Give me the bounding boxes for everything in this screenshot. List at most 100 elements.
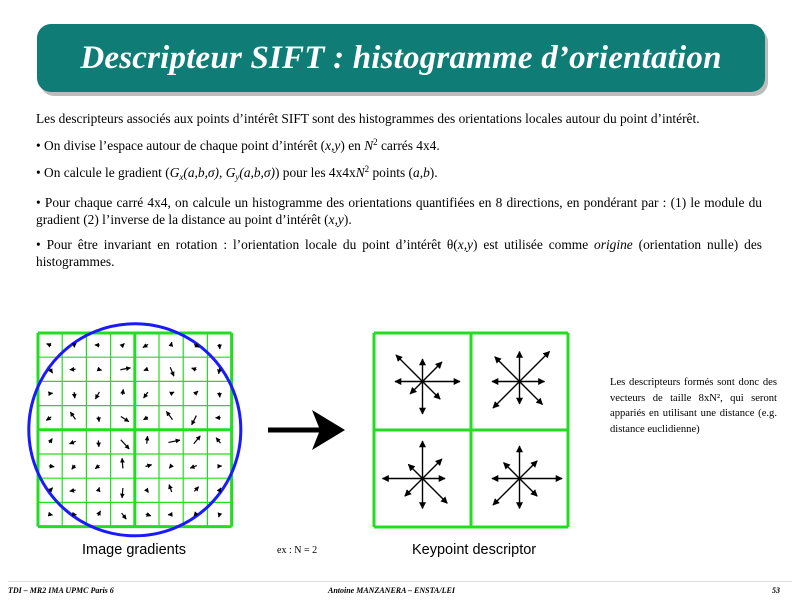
bullet-text: ) en <box>340 137 365 153</box>
gaussian-window-circle <box>27 322 243 538</box>
math-xy: x,y <box>328 212 344 227</box>
orientation-bin-arrow <box>422 478 448 504</box>
keypoint-descriptor-grid <box>372 331 570 529</box>
bullet-text: • On calcule le gradient ( <box>36 165 170 180</box>
orientation-bin-arrow <box>422 458 443 479</box>
gradient-arrow <box>215 437 221 444</box>
orientation-bin-arrow <box>404 478 423 497</box>
math-g: G <box>169 165 180 180</box>
bullet-divide-space: • On divise l’espace autour de chaque po… <box>36 134 762 155</box>
orientation-bin-arrow <box>494 356 520 382</box>
gradient-arrow <box>71 464 77 470</box>
gradient-arrow <box>94 464 101 470</box>
bullet-text: points ( <box>369 165 414 180</box>
gradient-arrow <box>120 487 125 499</box>
math-args: (a,b,σ) <box>183 165 219 180</box>
gradient-arrow <box>168 438 181 444</box>
gradient-arrow <box>169 391 175 397</box>
orientation-bin-arrow <box>503 462 520 479</box>
gradient-arrow <box>96 366 103 372</box>
gradient-arrow <box>168 463 174 469</box>
slide-title: Descripteur SIFT : histogramme d’orienta… <box>80 39 722 76</box>
math-xy: x,y <box>325 137 341 153</box>
math-sup: 2 <box>373 136 378 147</box>
math-n: N <box>355 165 365 180</box>
gradient-arrow <box>169 367 175 377</box>
math-g: G <box>225 165 236 180</box>
bullet-text: , <box>218 165 226 180</box>
example-label: ex : N = 2 <box>277 545 318 556</box>
orientation-bin-arrow <box>422 381 441 400</box>
bullet-text: ). <box>429 165 438 180</box>
bullet-text: • On divise l’espace autour de chaque po… <box>36 137 326 153</box>
emphasis-origine: origine <box>594 236 633 252</box>
math-args: (a,b,σ) <box>239 165 275 180</box>
gradient-arrow <box>48 367 54 374</box>
gradient-arrow <box>144 435 150 444</box>
gradient-arrow <box>69 439 76 445</box>
bullet-text: carrés 4x4. <box>377 137 440 153</box>
gradient-arrow <box>145 463 153 469</box>
math-theta: θ( <box>446 236 458 252</box>
orientation-bin-arrow <box>519 350 551 382</box>
gradient-arrow <box>47 511 53 517</box>
gradient-arrow <box>143 415 149 421</box>
gradient-arrow <box>193 390 199 396</box>
math-sub: x <box>179 172 184 182</box>
gradient-arrow <box>46 343 52 348</box>
footer-divider <box>8 581 792 582</box>
image-gradients-caption: Image gradients <box>82 542 186 558</box>
bullet-rotation: • Pour être invariant en rotation : l’or… <box>36 236 762 271</box>
gradient-arrow <box>48 463 55 469</box>
gradient-arrow <box>95 486 101 493</box>
bullet-text: ) pour les 4x4x <box>274 165 356 180</box>
gradient-arrow <box>45 415 52 421</box>
math-n: N <box>364 137 374 153</box>
keypoint-descriptor-caption: Keypoint descriptor <box>412 542 537 558</box>
gradient-arrow <box>96 510 101 516</box>
gradient-arrow <box>217 512 223 518</box>
bullet-histogram: • Pour chaque carré 4x4, on calcule un h… <box>36 194 762 229</box>
bullet-text: • Pour être invariant en rotation : l’or… <box>36 236 447 252</box>
gradient-arrow <box>120 439 130 450</box>
gradient-arrow <box>168 341 174 347</box>
intro-paragraph: Les descripteurs associés aux points d’i… <box>36 111 700 126</box>
gradient-arrow <box>191 415 197 426</box>
gradient-arrow <box>121 512 127 520</box>
gradient-arrow <box>191 367 197 372</box>
title-banner: Descripteur SIFT : histogramme d’orienta… <box>37 24 765 92</box>
orientation-bin-arrow <box>395 354 423 382</box>
gradient-arrow <box>120 366 131 371</box>
orientation-bin-arrow <box>519 381 543 405</box>
gradient-arrow <box>189 464 198 469</box>
gradient-arrow <box>142 343 149 349</box>
gradient-arrow <box>217 367 222 375</box>
gradient-arrow <box>96 440 101 448</box>
gradient-arrow <box>143 366 149 372</box>
gradient-arrow <box>168 484 173 493</box>
gradient-arrow <box>143 391 149 399</box>
gradient-arrow <box>120 388 126 395</box>
transform-arrow <box>268 410 345 450</box>
orientation-bin-arrow <box>422 361 443 382</box>
orientation-bin-arrow <box>519 460 538 479</box>
gradient-arrow <box>69 488 76 493</box>
gradient-arrow <box>94 391 100 400</box>
orientation-bin-arrow <box>407 463 423 479</box>
bullet-text: • Pour chaque carré 4x4, on calcule un h… <box>36 194 762 228</box>
gradient-arrow <box>71 392 77 399</box>
orientation-bin-arrow <box>492 381 520 409</box>
gradient-arrow <box>119 343 125 349</box>
math-sub: y <box>235 172 240 182</box>
math-ab: a,b <box>413 165 430 180</box>
sift-figure: Image gradients Keypoint descriptor <box>0 310 800 575</box>
image-gradients-grid <box>27 322 243 538</box>
gradient-arrow <box>193 511 199 517</box>
gradient-arrow <box>165 411 173 420</box>
bullet-text: ) est utilisée comme <box>473 236 595 252</box>
orientation-bin-arrow <box>409 381 423 395</box>
gradient-arrow <box>120 457 125 469</box>
math-sup: 2 <box>364 164 370 174</box>
footer-course: TDI – MR2 IMA UPMC Paris 6 <box>8 586 114 595</box>
footer-author: Antoine MANZANERA – ENSTA/LEI <box>328 586 455 595</box>
